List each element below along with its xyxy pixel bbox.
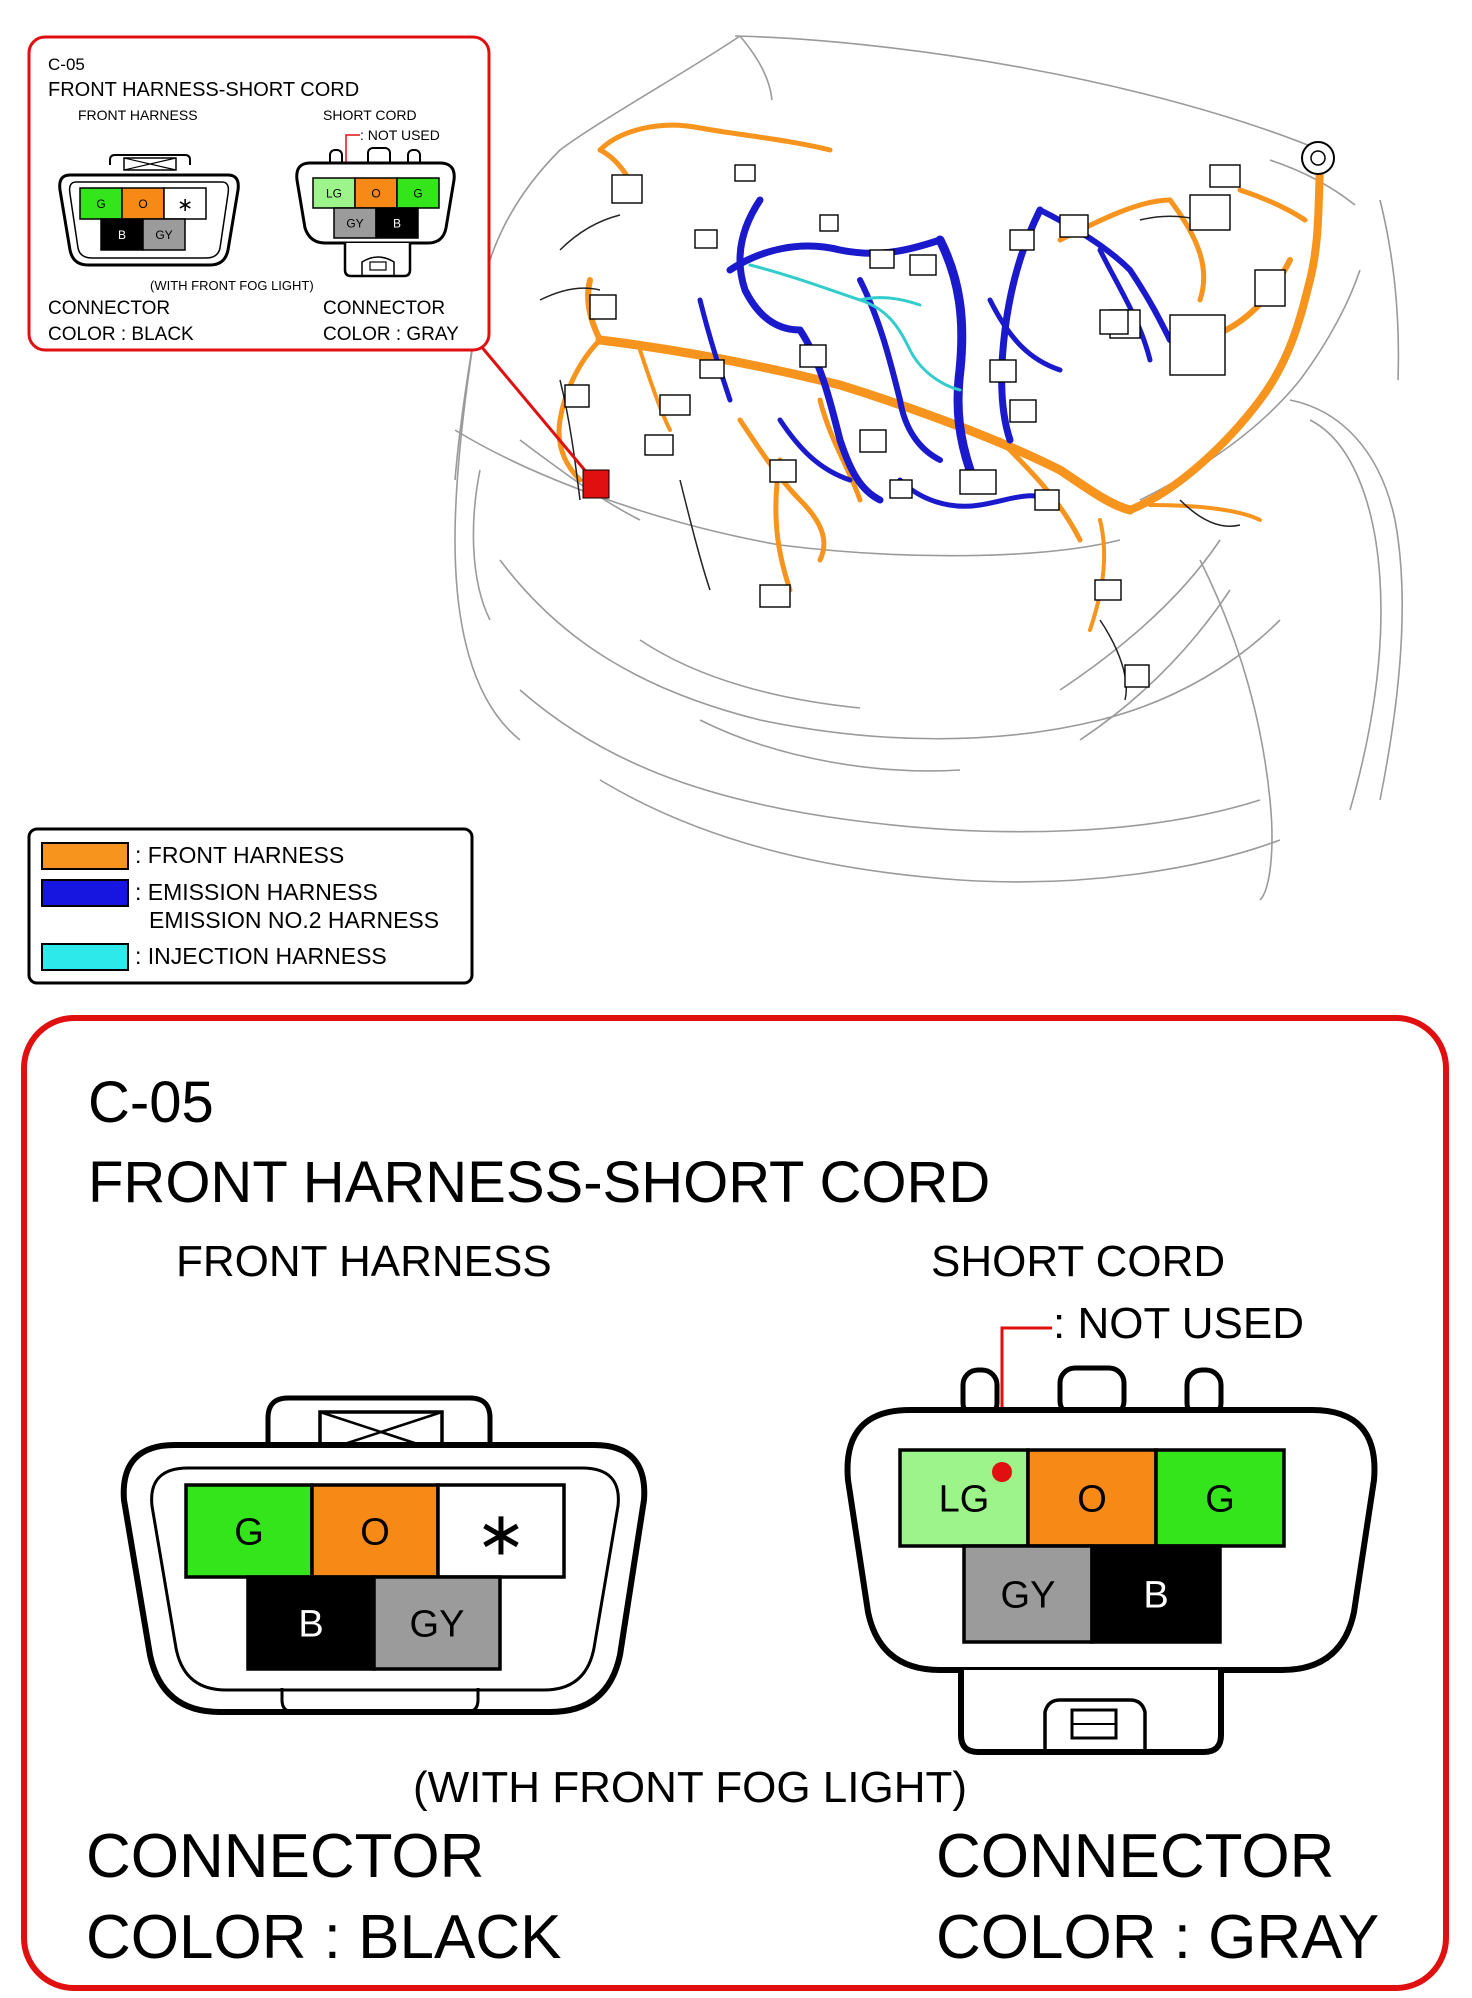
front-top-pin-label-2: ∗ (476, 1500, 527, 1568)
branch-wires (539, 214, 1241, 701)
front-top-pin-label-0: G (234, 1512, 264, 1554)
front-harness-connector: G O ∗ B GY (120, 1395, 648, 1715)
front-bottom-cell-1 (372, 1575, 502, 1671)
legend-emission2-label: EMISSION NO.2 HARNESS (149, 907, 439, 933)
small-code: C-05 (48, 55, 85, 74)
legend-emission-label: : EMISSION HARNESS (135, 879, 378, 905)
small-front-bottom-pin-label-0: B (118, 228, 126, 242)
small-front-harness-connector: G O ∗ B GY (58, 154, 240, 267)
short-top-pin-label-2: G (1205, 1479, 1235, 1521)
large-callout: C-05 FRONT HARNESS-SHORT CORD FRONT HARN… (21, 1015, 1449, 1991)
harness-connectors (564, 164, 1286, 688)
short-top-pin-label-1: O (1077, 1479, 1107, 1521)
small-right-label: SHORT CORD (323, 107, 417, 123)
small-right-color: COLOR : GRAY (323, 324, 459, 345)
front-bottom-pin-label-0: B (298, 1604, 323, 1646)
small-short-top-cell-1 (354, 177, 398, 209)
small-front-top-pin-label-0: G (96, 197, 105, 211)
legend-swatch-front (41, 842, 129, 870)
front-harness-label: FRONT HARNESS (176, 1237, 552, 1286)
small-short-top-pin-label-0: LG (326, 186, 342, 200)
small-title: FRONT HARNESS-SHORT CORD (48, 79, 359, 101)
connector-code: C-05 (88, 1070, 214, 1135)
legend-injection-label: : INJECTION HARNESS (135, 943, 387, 969)
short-bottom-cell-1 (1090, 1544, 1222, 1644)
short-top-pin-label-0: LG (939, 1479, 990, 1521)
short-cord-connector: LG O G GY B (844, 1365, 1378, 1755)
small-short-bottom-cell-1 (375, 207, 419, 239)
small-short-top-pin-label-1: O (371, 186, 380, 200)
right-color-label: COLOR : GRAY (936, 1903, 1379, 1972)
c05-location-marker (478, 344, 610, 499)
small-front-top-cell-0 (79, 187, 123, 220)
not-used-marker (992, 1462, 1012, 1482)
small-left-connector: CONNECTOR (48, 298, 170, 319)
small-short-bottom-pin-label-1: B (393, 216, 401, 230)
small-short-cord-connector: LG O G GY B (295, 147, 456, 278)
small-front-top-cell-1 (121, 187, 165, 220)
short-cord-label: SHORT CORD (931, 1237, 1225, 1286)
small-left-label: FRONT HARNESS (78, 107, 198, 123)
front-top-cell-2 (436, 1483, 566, 1579)
legend-swatch-emission (41, 879, 129, 907)
small-short-top-cell-2 (396, 177, 440, 209)
small-front-bottom-cell-1 (142, 218, 186, 251)
legend-front-label: : FRONT HARNESS (135, 842, 344, 868)
injection-harness-routing (748, 263, 962, 392)
small-front-bottom-pin-label-1: GY (155, 228, 172, 242)
vehicle-outline (454, 35, 1403, 901)
small-left-color: COLOR : BLACK (48, 324, 194, 345)
small-short-top-pin-label-2: G (413, 186, 422, 200)
front-top-cell-0 (184, 1483, 314, 1579)
front-bottom-cell-0 (246, 1575, 376, 1671)
connector-title: FRONT HARNESS-SHORT CORD (88, 1150, 990, 1215)
short-bottom-pin-label-0: GY (1001, 1575, 1056, 1617)
small-right-connector: CONNECTOR (323, 298, 445, 319)
short-bottom-pin-label-1: B (1143, 1575, 1168, 1617)
small-callout: C-05 FRONT HARNESS-SHORT CORD FRONT HARN… (27, 35, 491, 352)
left-color-label: COLOR : BLACK (86, 1903, 561, 1972)
short-bottom-cell-0 (962, 1544, 1094, 1644)
left-connector-label: CONNECTOR (86, 1822, 484, 1891)
small-front-top-pin-label-1: O (138, 197, 147, 211)
legend-swatch-injection (41, 943, 129, 971)
grommet-icon (1301, 141, 1335, 175)
front-bottom-pin-label-1: GY (410, 1604, 465, 1646)
small-front-top-cell-2 (163, 187, 207, 220)
front-top-pin-label-1: O (360, 1512, 390, 1554)
not-used-label: : NOT USED (1053, 1299, 1304, 1348)
small-fog-note: (WITH FRONT FOG LIGHT) (150, 278, 314, 293)
small-front-top-pin-label-2: ∗ (177, 195, 193, 216)
small-not-used: : NOT USED (360, 127, 440, 143)
short-top-cell-2 (1154, 1448, 1286, 1548)
legend: : FRONT HARNESS : EMISSION HARNESS EMISS… (27, 827, 474, 985)
front-harness-routing (556, 122, 1324, 632)
right-connector-label: CONNECTOR (936, 1822, 1334, 1891)
small-short-bottom-pin-label-0: GY (346, 216, 363, 230)
fog-light-note: (WITH FRONT FOG LIGHT) (413, 1763, 967, 1812)
